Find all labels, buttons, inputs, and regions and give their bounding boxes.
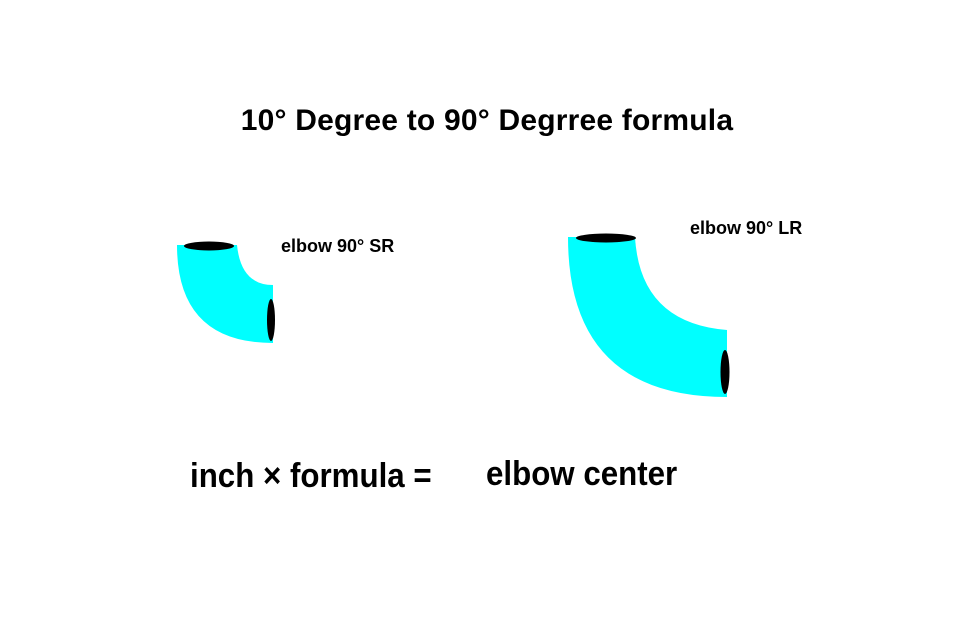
elbow-sr-body xyxy=(177,245,273,343)
elbow-lr-body xyxy=(568,237,727,397)
elbow-lr-shape xyxy=(568,233,730,397)
elbow-lr-top-opening xyxy=(576,233,636,243)
page-title: 10° Degree to 90° Degrree formula xyxy=(240,104,734,137)
formula-result: elbow center xyxy=(486,455,678,493)
elbow-lr-label: elbow 90° LR xyxy=(690,218,803,238)
elbow-sr-shape xyxy=(177,241,275,343)
elbow-sr-top-opening xyxy=(184,241,234,251)
elbow-lr-side-opening xyxy=(720,350,730,394)
formula-expression: inch × formula = xyxy=(190,457,432,495)
elbow-sr-label: elbow 90° SR xyxy=(281,236,395,256)
elbow-sr-side-opening xyxy=(267,299,275,341)
